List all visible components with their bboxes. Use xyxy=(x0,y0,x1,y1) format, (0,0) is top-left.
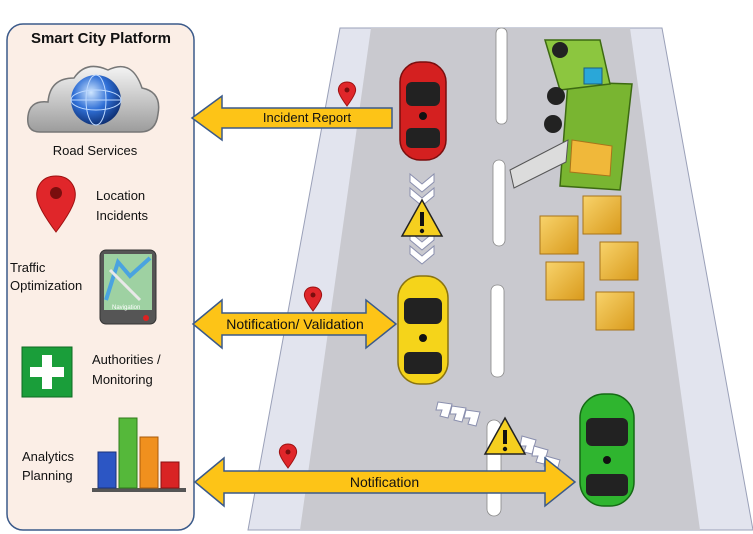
location-pin-icon xyxy=(337,81,357,107)
planning-label: Planning xyxy=(22,468,73,483)
road-services-label: Road Services xyxy=(52,143,138,158)
location-label: Location xyxy=(96,188,146,203)
overturned-truck xyxy=(509,39,633,191)
cloud-globe-icon xyxy=(27,65,160,133)
incident-report-arrow xyxy=(190,94,393,142)
first-aid-icon xyxy=(21,346,73,398)
panel-title: Smart City Platform xyxy=(30,30,172,47)
notification-validation-label: Notification/ Validation xyxy=(226,316,364,332)
notification-arrow xyxy=(193,456,577,508)
traffic-label: Traffic xyxy=(10,260,46,275)
incidents-label: Incidents xyxy=(96,208,149,223)
navigation-label: Navigation xyxy=(112,305,141,311)
location-pin-icon xyxy=(36,175,76,233)
incident-report-label: Incident Report xyxy=(262,110,352,125)
analytics-label: Analytics xyxy=(22,449,75,464)
notification-label: Notification xyxy=(349,474,420,490)
red-car xyxy=(399,61,447,161)
location-pin-icon xyxy=(303,286,323,312)
authorities-label: Authorities / xyxy=(92,352,161,367)
analytics-bar-chart-icon xyxy=(92,417,186,492)
green-car xyxy=(579,393,635,507)
warning-icon xyxy=(483,416,527,455)
location-pin-icon xyxy=(278,443,298,469)
chevrons-down-icon xyxy=(409,172,435,265)
fallen-boxes xyxy=(539,195,639,331)
optimization-label: Optimization xyxy=(10,278,83,293)
monitoring-label: Monitoring xyxy=(92,372,153,387)
warning-icon xyxy=(400,198,444,237)
navigation-device-icon xyxy=(99,249,157,325)
notification-validation-arrow xyxy=(191,298,398,350)
yellow-car xyxy=(397,275,449,385)
